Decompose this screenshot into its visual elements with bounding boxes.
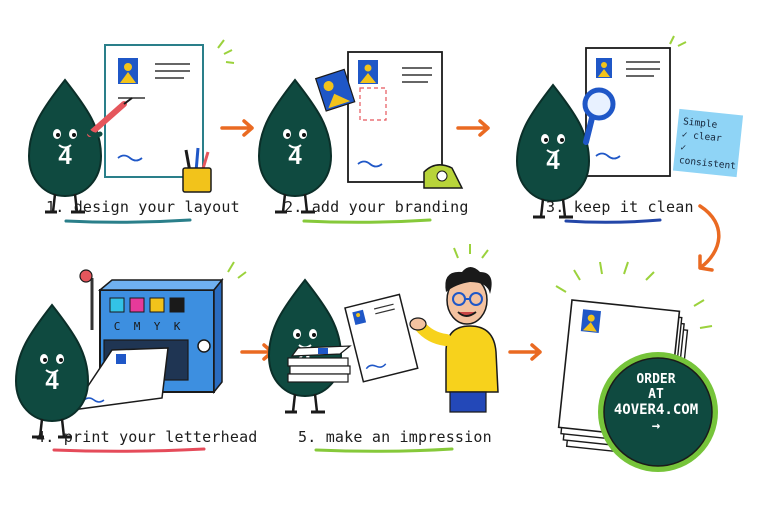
sparkle-icon — [217, 39, 235, 64]
step3-illustration: 4 — [515, 35, 687, 219]
step1-illustration: 4 — [27, 39, 235, 214]
note-line-consistent: ✓ consistent — [678, 142, 737, 173]
step5-illustration: 4 — [267, 244, 499, 414]
badge-line-at: AT — [648, 387, 664, 402]
step-2-label: 2. add your branding — [284, 198, 469, 216]
paper-stack-icon — [287, 345, 352, 383]
ink-label-m: M — [134, 320, 141, 333]
printing-press-icon: C M Y K — [70, 261, 247, 411]
step2-illustration: 4 — [257, 51, 464, 214]
ink-label-y: Y — [154, 320, 161, 333]
tape-dispenser-icon — [423, 164, 464, 189]
pencil-icon — [83, 97, 133, 138]
arrow-icon — [508, 343, 542, 361]
step-5-label: 5. make an impression — [298, 428, 492, 446]
order-badge — [603, 357, 713, 467]
magnifier-icon — [582, 87, 616, 145]
sparkle-icon — [555, 261, 713, 329]
mascot-number: 4 — [288, 143, 302, 170]
logo-placeholder — [359, 87, 387, 121]
arrow-icon — [456, 119, 490, 137]
mascot-number: 4 — [546, 148, 560, 175]
badge-line-order: ORDER — [636, 372, 676, 387]
order-badge-text: ORDER AT 4OVER4.COM → — [600, 372, 712, 434]
handed-letter — [344, 293, 419, 383]
step-underlines — [52, 218, 662, 453]
ink-label-k: K — [174, 320, 181, 333]
sparkle-icon — [669, 35, 687, 47]
step-3-label: 3. keep it clean — [546, 198, 694, 216]
ink-label-c: C — [114, 320, 121, 333]
badge-line-url: 4OVER4.COM — [613, 402, 699, 418]
step4-illustration: C M Y K 4 — [14, 261, 247, 439]
badge-arrow-icon: → — [651, 418, 661, 434]
step-1-label: 1. design your layout — [46, 198, 240, 216]
curved-arrow-icon — [698, 204, 721, 272]
final-letterhead-stack — [555, 261, 718, 472]
pencil-cup-icon — [182, 147, 212, 193]
step-4-label: 4. print your letterhead — [36, 428, 258, 446]
mascot-number: 4 — [45, 368, 59, 395]
arrow-icon — [220, 119, 254, 137]
mascot-number: 4 — [58, 143, 72, 170]
brand-logo-card-icon — [314, 68, 356, 112]
happy-person-icon — [409, 244, 499, 413]
arrow-icon — [240, 343, 274, 361]
sticky-note: Simple ✓ clear ✓ consistent — [672, 108, 744, 178]
